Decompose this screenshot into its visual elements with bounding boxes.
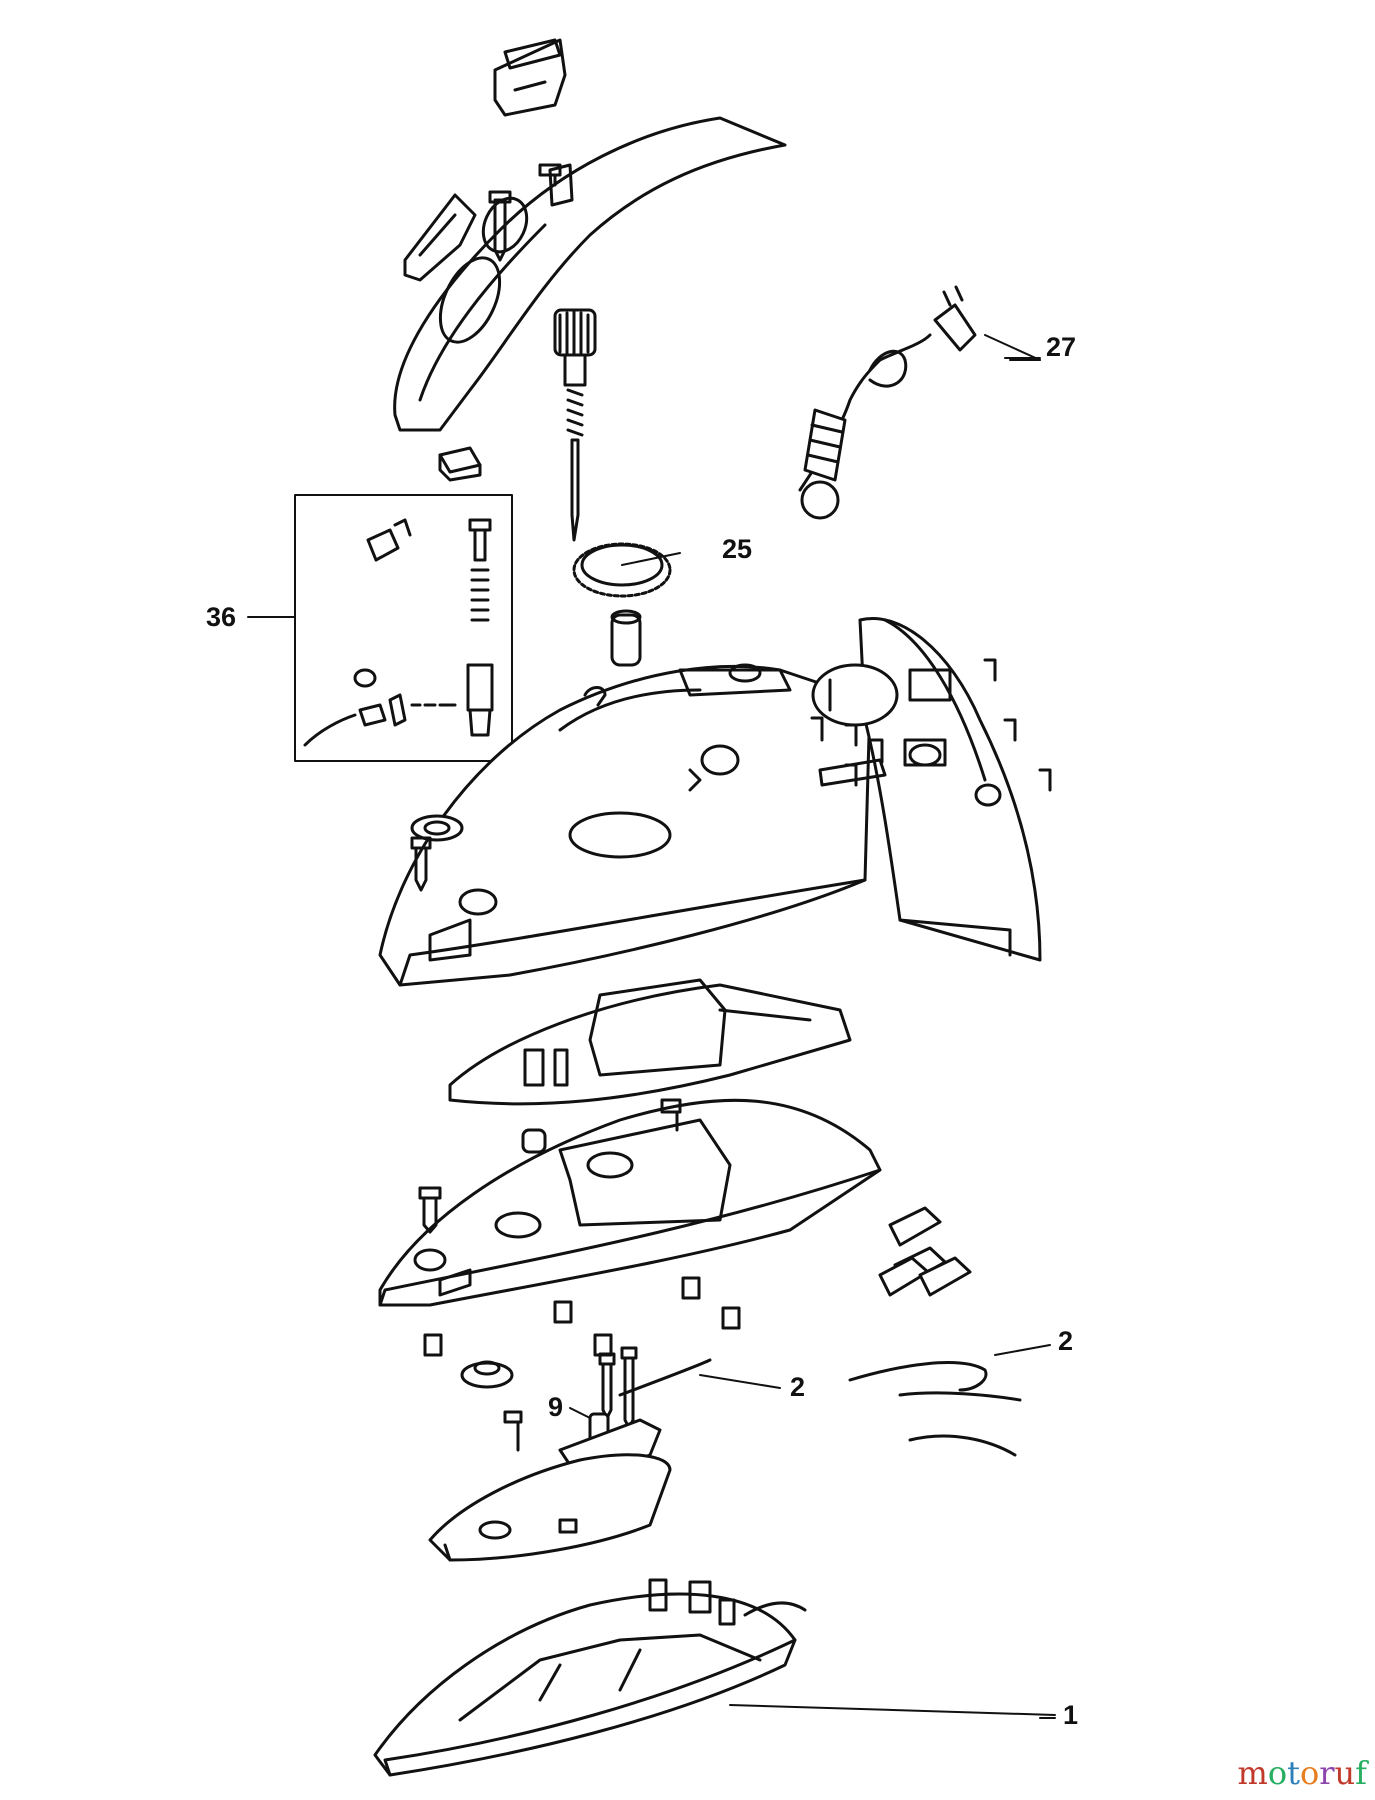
- temperature-knob-assembly: [553, 308, 597, 542]
- watermark-letter: f: [1355, 1754, 1367, 1792]
- wire-right: [848, 1344, 1051, 1457]
- middle-plate-screw-top: [660, 1098, 682, 1132]
- housing-screw-bottom: [458, 888, 498, 916]
- iron-main-housing: [378, 663, 872, 987]
- watermark-letter: o: [1299, 1754, 1320, 1792]
- watermark-letter: m: [1237, 1754, 1268, 1792]
- watermark-letter: o: [1267, 1754, 1288, 1792]
- standoffs: [423, 1276, 741, 1357]
- terminal-caps: [878, 1206, 972, 1297]
- callout-36: 36: [206, 602, 237, 632]
- soleplate: [373, 1578, 1056, 1777]
- temperature-dial: [572, 542, 681, 598]
- callout-25: 25: [722, 534, 753, 564]
- small-clip: [583, 686, 607, 707]
- rear-cover: [858, 617, 1042, 962]
- callout-9: 9: [548, 1392, 564, 1422]
- handle-shell: [393, 116, 787, 432]
- rear-screws: [810, 658, 1052, 792]
- dial-shaft: [610, 609, 642, 667]
- callout-1: 1: [1063, 1700, 1079, 1730]
- handle-top-cap: [493, 38, 567, 117]
- rear-cap: [811, 663, 899, 727]
- heater-plate: [428, 1453, 672, 1562]
- housing-screw-left: [410, 836, 432, 892]
- middle-plate: [378, 1098, 882, 1307]
- watermark-letter: u: [1334, 1754, 1356, 1792]
- callout-2-right: 2: [1058, 1326, 1074, 1356]
- power-cord: [798, 285, 1041, 520]
- watermark-letter: r: [1319, 1754, 1335, 1792]
- callout-27: 27: [1046, 332, 1077, 362]
- callout-2-center: 2: [790, 1372, 806, 1402]
- handle-side-clip: [403, 193, 477, 282]
- middle-plate-cap: [521, 1128, 547, 1154]
- watermark-logo: motoruf: [1238, 1754, 1367, 1792]
- upper-tray: [448, 978, 852, 1106]
- handle-button: [438, 446, 482, 482]
- handle-screws: [488, 163, 562, 262]
- seal-ring: [410, 814, 464, 842]
- nut: [460, 1360, 514, 1389]
- middle-plate-screw: [418, 1186, 442, 1234]
- watermark-letter: t: [1287, 1754, 1300, 1792]
- spray-assembly-box: [247, 494, 513, 762]
- leader-lines: [1004, 357, 1056, 1719]
- wire-center: [618, 1358, 781, 1397]
